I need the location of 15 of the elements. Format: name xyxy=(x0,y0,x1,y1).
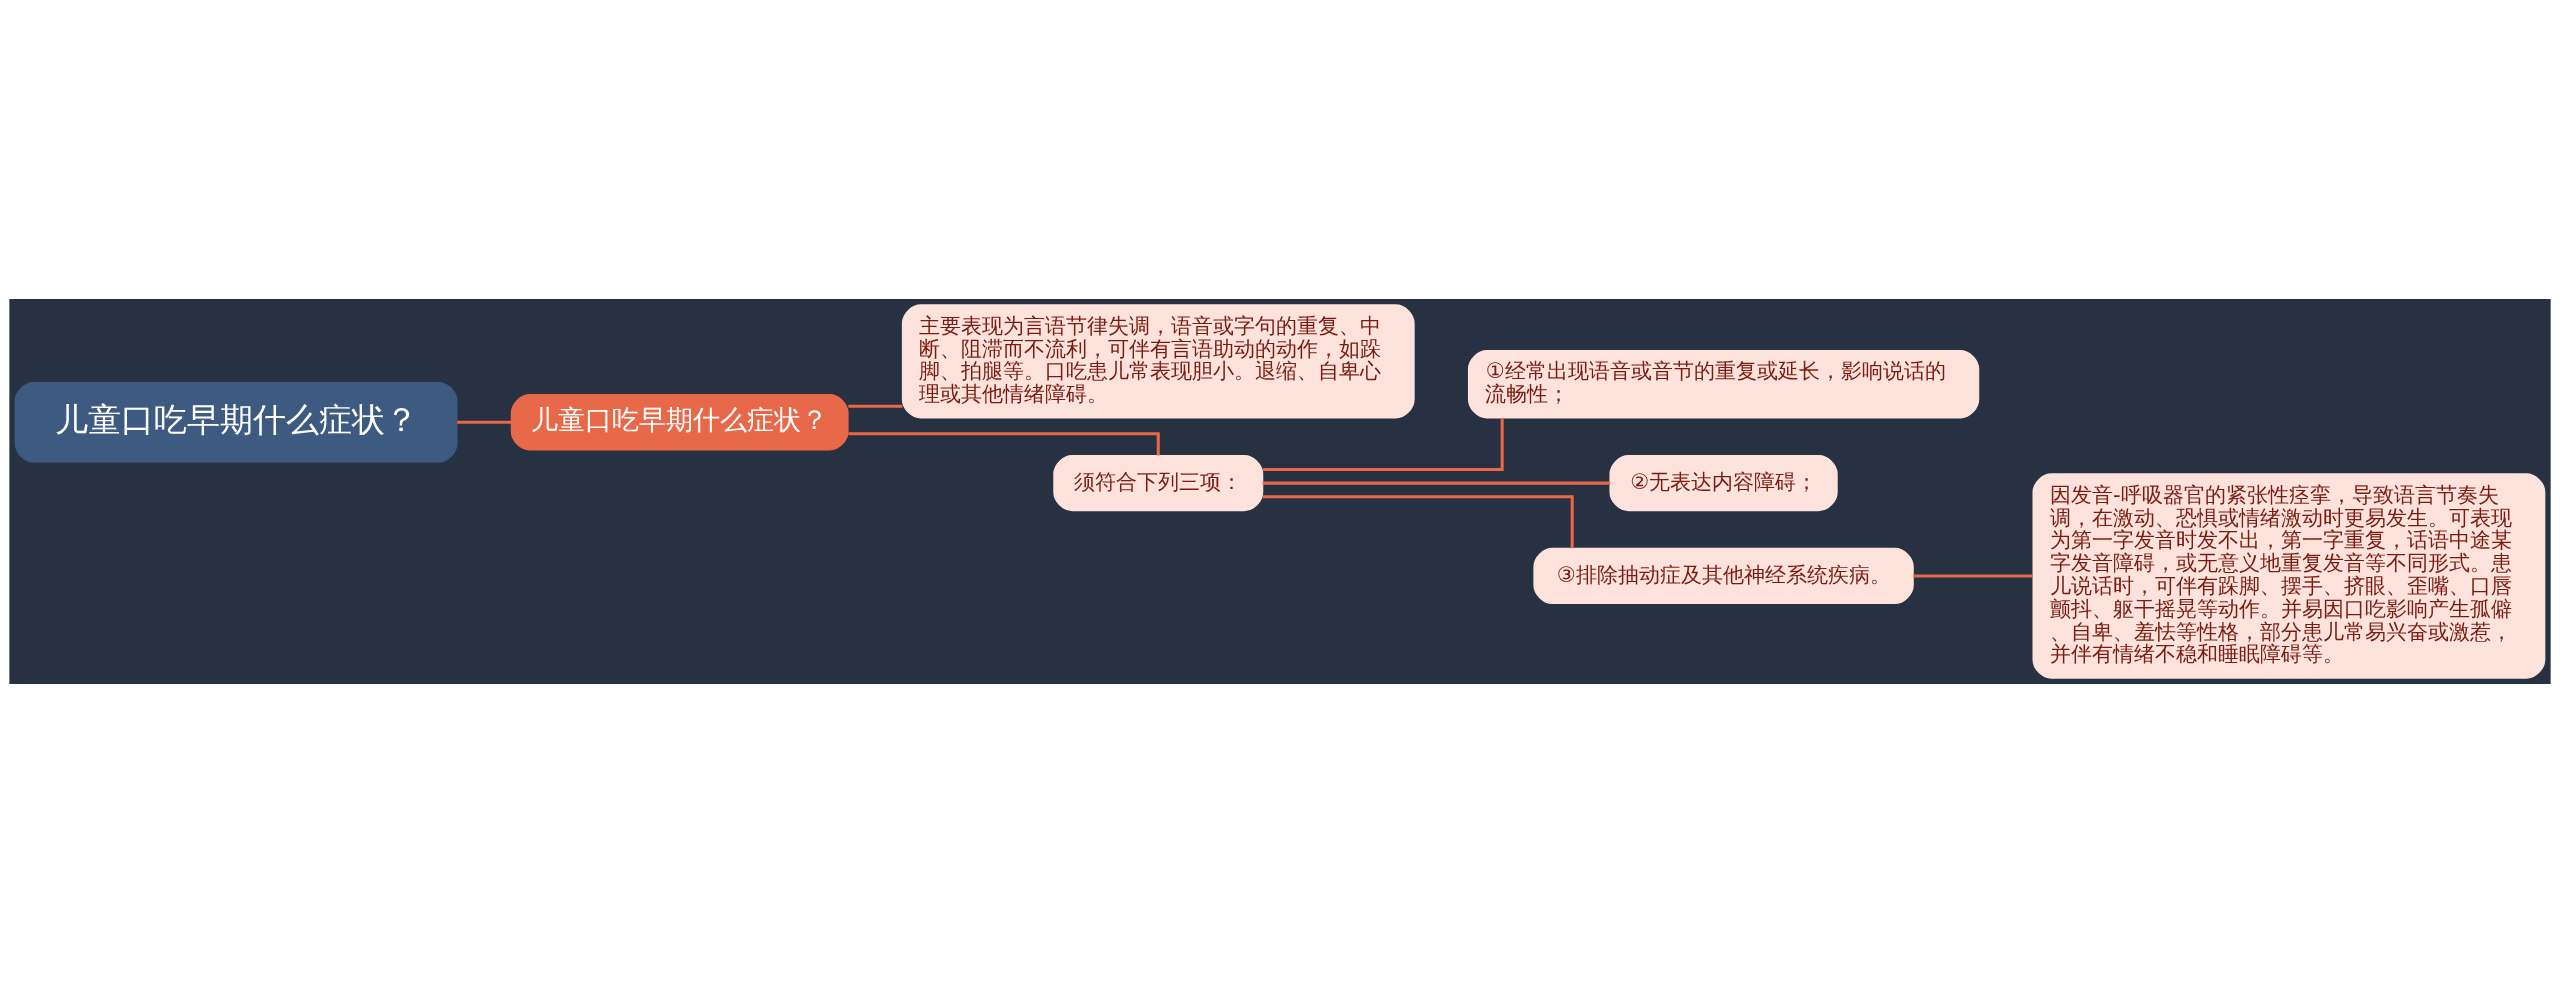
node-box: 儿童口吃早期什么症状？ xyxy=(510,394,849,451)
node-box: ③排除抽动症及其他神经系统疾病。 xyxy=(1533,547,1914,605)
connector xyxy=(1913,574,2033,578)
node-box: 须符合下列三项： xyxy=(1053,455,1264,512)
node-box: ①经常出现语音或音节的重复或延长，影响说话的流畅性； xyxy=(1467,350,1980,419)
node-box: ②无表达内容障碍； xyxy=(1609,455,1838,512)
node-box: 儿童口吃早期什么症状？ xyxy=(14,381,458,463)
connector xyxy=(1262,417,1504,471)
connector xyxy=(848,432,1160,456)
node-box: 主要表现为言语节律失调，语音或字句的重复、中断、阻滞而不流利，可伴有言语助动的动作，如跺脚、拍腿等。口吃患儿常表现胆小。退缩、自卑心理或其他情绪障碍。 xyxy=(901,304,1415,419)
connector xyxy=(1262,481,1611,485)
connector xyxy=(457,420,512,424)
connector xyxy=(1262,495,1574,549)
connector xyxy=(848,404,903,408)
node-box: 因发音-呼吸器官的紧张性痉挛，导致语言节奏失调，在激动、恐惧或情绪激动时更易发生。可表现为第一字发音时发不出，第一字重复，话语中途某字发音障碍，或无意义地重复发音等不同形式。患儿说话时，可伴有跺脚、摆手、挤眼、歪嘴、口唇颤抖、躯干摇晃等动作。并易因口吃影响产生孤僻、自卑、羞怯等性格，部分患儿常易兴奋或激惹，并伴有情绪不稳和睡眠障碍等。 xyxy=(2032,473,2546,679)
